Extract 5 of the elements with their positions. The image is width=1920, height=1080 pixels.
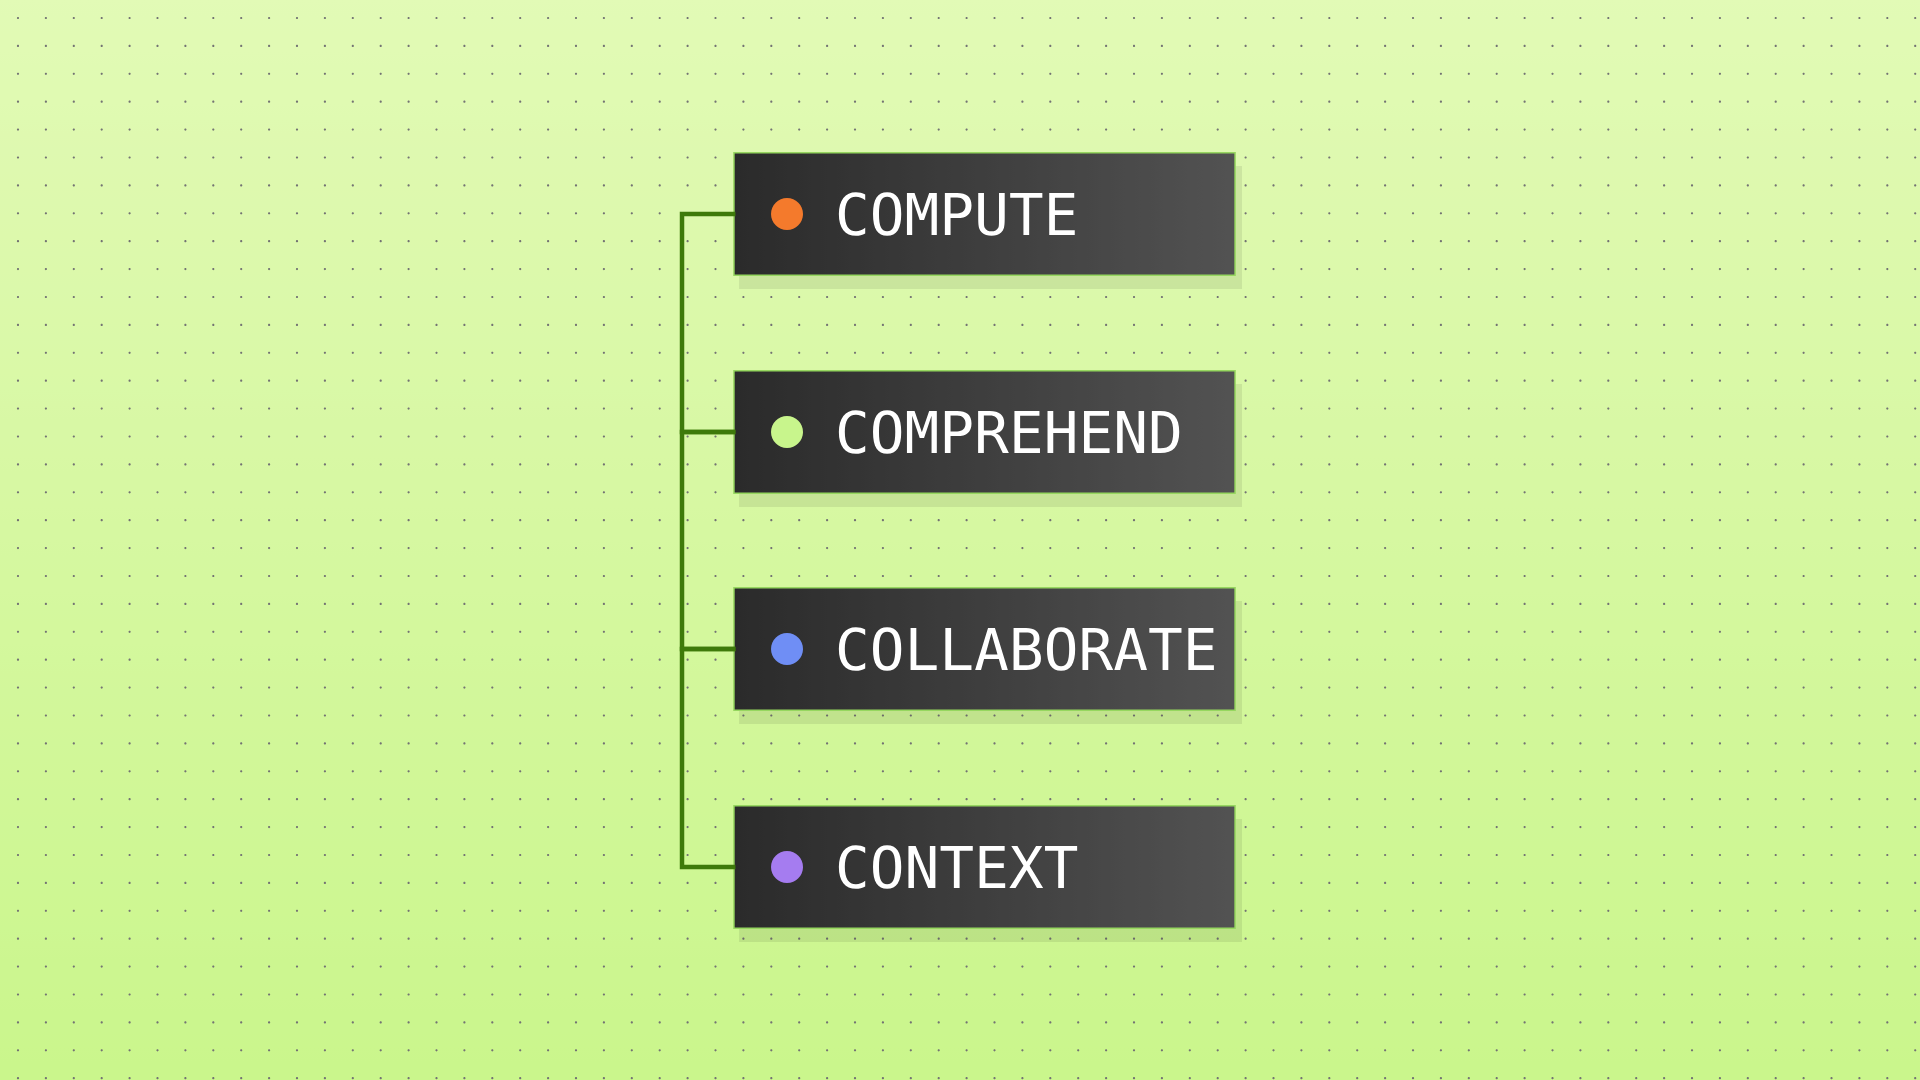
label-box: COLLABORATE xyxy=(733,587,1236,712)
label-box: COMPREHEND xyxy=(733,370,1236,495)
label-box: COMPUTE xyxy=(733,152,1236,277)
label-box: CONTEXT xyxy=(733,805,1236,930)
connector-line xyxy=(679,646,736,870)
